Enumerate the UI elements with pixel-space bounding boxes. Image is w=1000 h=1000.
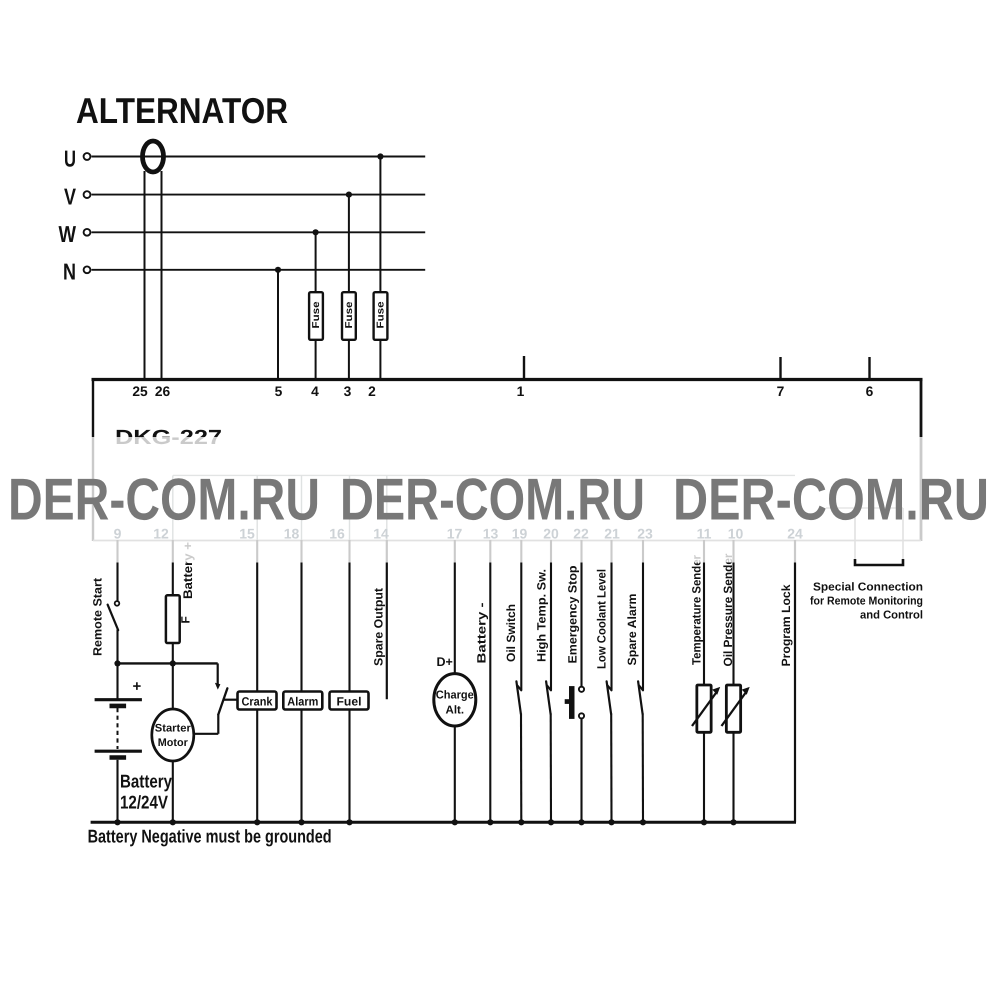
svg-text:Remote Start: Remote Start	[91, 578, 105, 656]
svg-text:Battery Negative must be groun: Battery Negative must be grounded	[88, 826, 332, 847]
svg-text:DER-COM.RU: DER-COM.RU	[673, 467, 989, 533]
svg-text:Program Lock: Program Lock	[779, 584, 793, 666]
svg-text:Fuel: Fuel	[337, 695, 362, 709]
svg-text:Fuse: Fuse	[311, 301, 322, 329]
svg-text:Fuse: Fuse	[376, 301, 387, 329]
svg-text:Spare Alarm: Spare Alarm	[625, 594, 639, 666]
svg-text:Charge: Charge	[436, 690, 474, 702]
svg-text:3: 3	[344, 384, 352, 399]
svg-text:W: W	[59, 221, 77, 247]
svg-text:1: 1	[517, 384, 525, 399]
svg-text:Crank: Crank	[242, 695, 273, 709]
svg-text:Spare Output: Spare Output	[372, 588, 386, 666]
svg-text:ALTERNATOR: ALTERNATOR	[76, 90, 288, 131]
svg-text:26: 26	[155, 384, 171, 399]
svg-text:V: V	[64, 183, 77, 209]
svg-text:for Remote Monitoring: for Remote Monitoring	[810, 596, 923, 608]
svg-text:10: 10	[728, 526, 744, 542]
svg-text:12/24V: 12/24V	[120, 792, 169, 813]
svg-text:17: 17	[447, 526, 463, 542]
svg-text:Battery: Battery	[120, 771, 173, 792]
svg-text:21: 21	[604, 526, 620, 542]
svg-text:Motor: Motor	[158, 737, 189, 749]
svg-text:12: 12	[153, 526, 169, 542]
svg-text:25: 25	[132, 384, 148, 399]
svg-text:High Temp. Sw.: High Temp. Sw.	[535, 569, 549, 662]
svg-text:18: 18	[284, 526, 300, 542]
svg-text:14: 14	[373, 526, 389, 542]
svg-text:4: 4	[311, 384, 319, 399]
svg-text:and Control: and Control	[860, 610, 923, 622]
svg-text:16: 16	[329, 526, 345, 542]
svg-text:Special Connection: Special Connection	[813, 582, 923, 594]
svg-text:6: 6	[866, 384, 874, 399]
svg-text:DER-COM.RU: DER-COM.RU	[8, 467, 320, 533]
svg-text:Oil Pressure Sender: Oil Pressure Sender	[721, 553, 735, 666]
svg-text:N: N	[63, 259, 76, 285]
svg-text:7: 7	[777, 384, 785, 399]
svg-text:Alarm: Alarm	[287, 695, 318, 709]
svg-text:19: 19	[512, 526, 528, 542]
svg-text:Oil Switch: Oil Switch	[504, 604, 518, 662]
svg-text:Battery -: Battery -	[474, 603, 488, 664]
svg-text:13: 13	[483, 526, 499, 542]
svg-text:D+: D+	[437, 655, 453, 669]
svg-text:Temperature Sender: Temperature Sender	[690, 555, 704, 665]
svg-text:Low Coolant Level: Low Coolant Level	[594, 569, 608, 669]
svg-text:20: 20	[543, 526, 559, 542]
svg-text:DER-COM.RU: DER-COM.RU	[340, 467, 645, 533]
svg-text:5: 5	[275, 384, 283, 399]
svg-text:22: 22	[573, 526, 589, 542]
svg-text:24: 24	[787, 526, 803, 542]
svg-text:2: 2	[368, 384, 376, 399]
svg-text:Alt.: Alt.	[446, 705, 465, 717]
svg-text:9: 9	[114, 526, 122, 542]
svg-text:Fuse: Fuse	[344, 301, 355, 329]
svg-text:Emergency Stop: Emergency Stop	[565, 566, 579, 664]
svg-text:15: 15	[239, 526, 255, 542]
svg-text:F: F	[179, 616, 193, 623]
svg-text:23: 23	[637, 526, 653, 542]
svg-text:11: 11	[697, 526, 712, 542]
svg-text:U: U	[64, 145, 76, 171]
svg-text:Starter: Starter	[155, 723, 192, 735]
svg-text:+: +	[133, 678, 142, 695]
